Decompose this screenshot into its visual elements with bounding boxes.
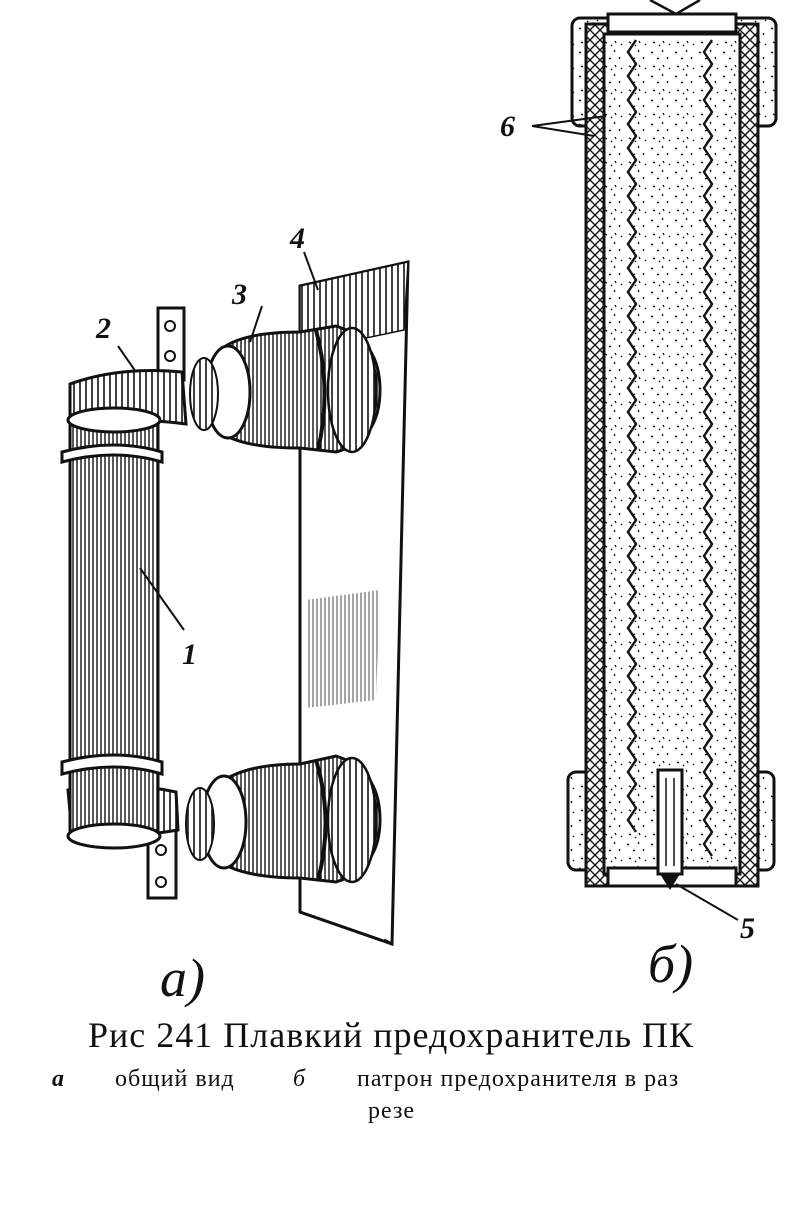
callout-6: 6 <box>500 110 515 143</box>
lower-insulator <box>185 754 382 884</box>
callout-3: 3 <box>231 278 247 311</box>
callout-5: 5 <box>740 912 755 945</box>
subfigure-label-b: б) <box>648 934 693 994</box>
callout-4: 4 <box>289 222 305 255</box>
fuse-indicator <box>656 768 684 890</box>
legend-a-letter: а <box>52 1066 65 1092</box>
fuse-wire-right <box>702 39 714 857</box>
general-view-drawing <box>60 251 410 947</box>
callout-1: 1 <box>182 638 197 671</box>
cartridge-section-drawing <box>531 0 778 921</box>
subfigure-label-a: а) <box>160 948 205 1008</box>
fuse-wire-left <box>626 39 638 833</box>
callout-2: 2 <box>95 312 111 345</box>
legend-b-text-continued: резе <box>368 1098 416 1124</box>
leader-lines-a <box>117 251 319 631</box>
legend-b-text: патрон предохранителя в раз <box>357 1066 680 1092</box>
upper-insulator <box>189 324 382 454</box>
legend-a-text: общий вид <box>115 1066 235 1092</box>
figure-caption-title: Рис 241 Плавкий предохранитель ПК <box>88 1015 695 1055</box>
fuse-cartridge <box>60 406 164 850</box>
legend-b-letter: б <box>293 1066 307 1092</box>
leader-lines-b <box>531 115 739 921</box>
quartz-sand-filler <box>602 32 742 876</box>
